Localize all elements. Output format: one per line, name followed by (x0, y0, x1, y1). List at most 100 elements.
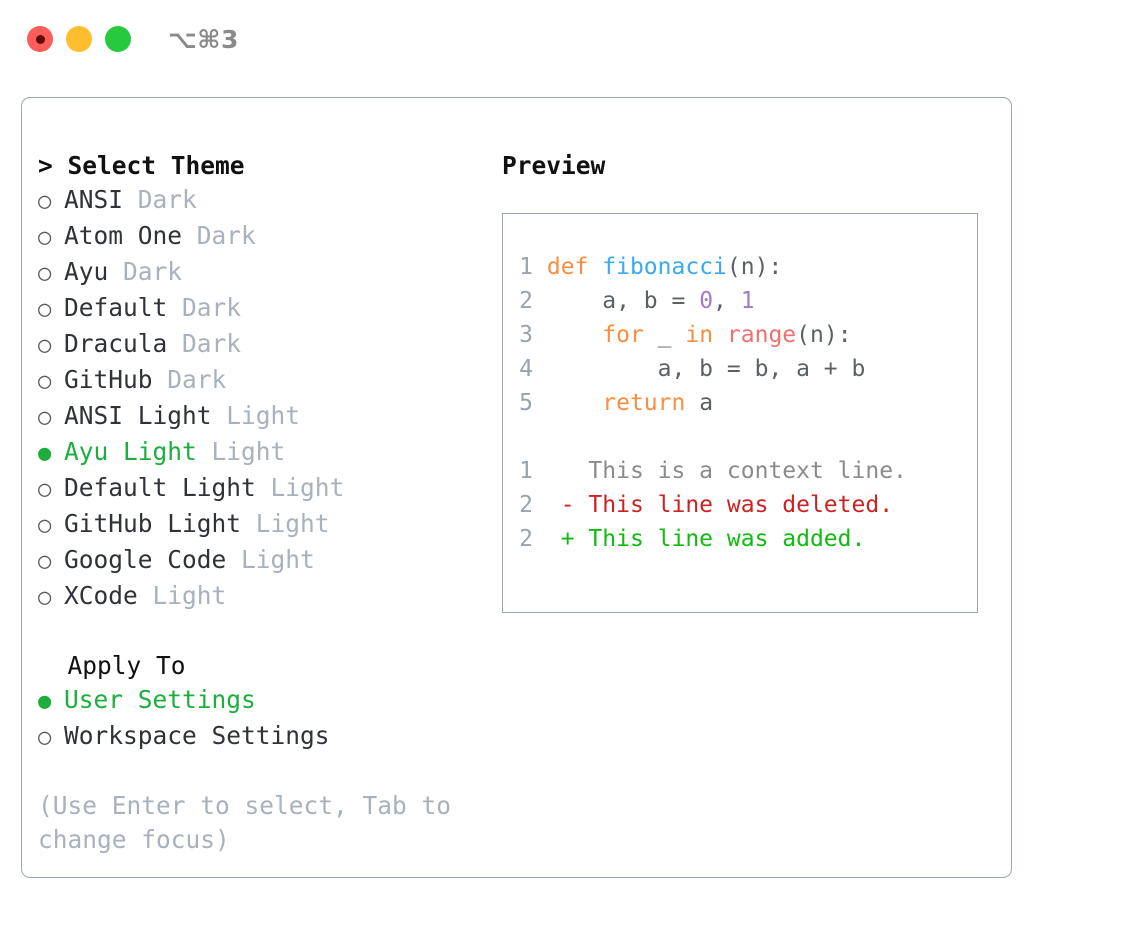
apply-option-1[interactable]: ○Workspace Settings (38, 719, 498, 755)
option-category: Light (196, 437, 286, 466)
theme-option-4[interactable]: ○Dracula Dark (38, 327, 498, 363)
theme-option-10[interactable]: ○ Google Code Light (38, 543, 498, 579)
code-token-num: 0 (699, 288, 714, 314)
preview-column: Preview 1 def fibonacci(n):2 a, b = 0, 1… (502, 149, 997, 613)
option-category: Dark (108, 257, 183, 286)
code-token-kw: def (546, 254, 589, 280)
code-token-punc (547, 390, 602, 416)
theme-option-1[interactable]: ○ Atom One Dark (38, 219, 498, 255)
apply-to-option-list[interactable]: ●User Settings○Workspace Settings (38, 683, 498, 755)
theme-option-11[interactable]: ○XCode Light (38, 579, 498, 615)
theme-option-9[interactable]: ○ GitHub Light Light (38, 507, 498, 543)
radio-unselected-icon: ○ (38, 405, 52, 430)
code-token-punc: (n): (726, 254, 783, 280)
option-label: ANSI Light (64, 401, 212, 430)
line-gutter-space (533, 390, 547, 416)
code-token-punc (547, 322, 602, 348)
option-label: XCode (64, 581, 138, 610)
option-label: GitHub (64, 365, 153, 394)
panel-columns: > Select Theme ○ANSI Dark○Atom One Dark○… (22, 98, 1011, 877)
line-number: 1 (519, 254, 533, 280)
theme-option-0[interactable]: ○ANSI Dark (38, 183, 498, 219)
line-gutter-space (533, 356, 547, 382)
code-token-id: a, b = b, a + b (546, 356, 866, 382)
theme-option-5[interactable]: ○ GitHub Dark (38, 363, 498, 399)
option-label: Google Code (64, 545, 227, 574)
code-token-id: a (685, 390, 714, 416)
diff-sample-lines: 1 This is a context line. 2 - This line w… (519, 454, 971, 556)
line-gutter-space (533, 322, 547, 348)
code-token-kw: return (602, 390, 686, 416)
option-label: GitHub Light (64, 509, 242, 538)
option-category: Dark (182, 221, 256, 250)
theme-option-2[interactable]: ○ Ayu Dark (38, 255, 498, 291)
diff-marker (561, 458, 575, 484)
maximize-button[interactable] (105, 26, 131, 52)
option-label: ANSI (64, 185, 124, 214)
option-label: Default (64, 293, 168, 322)
diff-line-ctx: 1 This is a context line. (519, 454, 971, 488)
diff-text: This line was deleted. (574, 492, 894, 518)
radio-unselected-icon: ○ (38, 369, 52, 394)
radio-unselected-icon: ○ (38, 225, 52, 250)
code-diff-separator (519, 420, 971, 454)
diff-text: This is a context line. (574, 458, 907, 484)
option-category: Dark (167, 329, 242, 358)
keyboard-hint-text: (Use Enter to select, Tab to change focu… (38, 791, 452, 854)
code-token-bi: range (726, 322, 797, 348)
option-label: Default Light (64, 473, 256, 502)
select-theme-header: > Select Theme (38, 151, 245, 180)
code-token-punc: (n): (796, 322, 852, 348)
line-gutter-space (533, 288, 547, 314)
line-number: 4 (519, 356, 533, 382)
option-category: Dark (152, 365, 227, 394)
theme-option-8[interactable]: ○ Default Light Light (38, 471, 498, 507)
radio-unselected-icon: ○ (38, 549, 52, 574)
code-token-num: 1 (740, 288, 755, 314)
theme-option-3[interactable]: ○ Default Dark (38, 291, 498, 327)
section-spacer (38, 615, 498, 649)
diff-gutter-space (533, 526, 561, 552)
minimize-button[interactable] (66, 26, 92, 52)
theme-selection-column: > Select Theme ○ANSI Dark○Atom One Dark○… (38, 149, 498, 857)
line-number: 2 (519, 288, 533, 314)
option-category: Light (255, 473, 345, 502)
diff-gutter-space (533, 458, 561, 484)
diff-marker: + (560, 526, 575, 552)
line-number: 2 (519, 526, 533, 552)
radio-unselected-icon: ○ (38, 297, 52, 322)
theme-option-list[interactable]: ○ANSI Dark○Atom One Dark○Ayu Dark○Defaul… (38, 183, 498, 615)
diff-marker: - (560, 492, 575, 518)
code-token-id: a, b = (546, 288, 700, 314)
code-line: 2 a, b = 0, 1 (519, 284, 971, 318)
line-number: 5 (519, 390, 533, 416)
code-token-kw: in (685, 322, 714, 348)
line-number: 1 (519, 458, 533, 484)
theme-option-7[interactable]: ●Ayu Light Light (38, 435, 498, 471)
radio-unselected-icon: ○ (38, 261, 52, 286)
option-label: Ayu (64, 257, 109, 286)
option-category: Dark (167, 293, 242, 322)
option-label: Workspace Settings (64, 721, 330, 750)
option-category: Light (241, 509, 330, 538)
code-token-punc (588, 254, 602, 280)
code-line: 5 return a (519, 386, 971, 420)
code-line: 1 def fibonacci(n): (519, 250, 971, 284)
option-category: Light (226, 545, 315, 574)
option-label: Atom One (64, 221, 183, 250)
keyboard-shortcut-label: ⌥⌘3 (168, 24, 239, 54)
option-label: User Settings (64, 685, 256, 714)
code-token-id: _ (643, 322, 686, 348)
line-number: 3 (519, 322, 533, 348)
theme-option-6[interactable]: ○ANSI Light Light (38, 399, 498, 435)
radio-unselected-icon: ○ (38, 477, 52, 502)
hint-spacer (38, 755, 498, 789)
close-button[interactable] (27, 26, 53, 52)
apply-option-0[interactable]: ●User Settings (38, 683, 498, 719)
radio-unselected-icon: ○ (38, 513, 52, 538)
code-line: 4 a, b = b, a + b (519, 352, 971, 386)
window-controls (27, 26, 131, 52)
preview-title: Preview (502, 151, 606, 180)
radio-unselected-icon: ○ (38, 333, 52, 358)
